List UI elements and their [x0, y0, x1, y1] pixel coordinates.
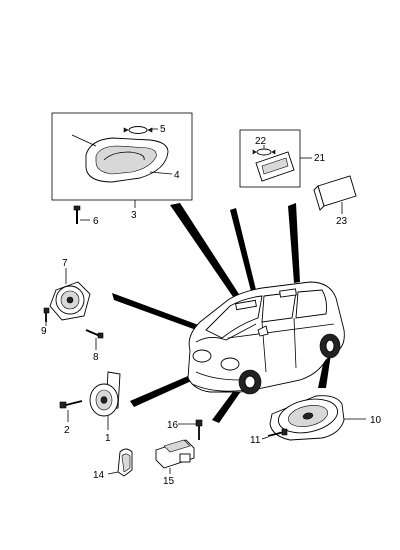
- side-window-rear: [295, 289, 327, 319]
- screw-11: [267, 428, 288, 437]
- side-window-front: [261, 291, 297, 323]
- ray-horn: [130, 373, 198, 407]
- ray-dome-lamp: [170, 203, 248, 310]
- screw-2: [59, 400, 83, 422]
- vehicle-body: [187, 281, 345, 395]
- ray-front-speaker: [112, 293, 212, 335]
- front-speaker-7: [49, 268, 91, 321]
- headlight-left: [192, 349, 212, 363]
- ray-map-lamp: [230, 208, 258, 299]
- callout-9: 9: [41, 326, 47, 337]
- label-leaders: [45, 322, 269, 440]
- callout-10: 10: [370, 415, 382, 426]
- map-lamp-group: [239, 129, 312, 188]
- map-lamp-box: [239, 129, 301, 188]
- dome-lamp-box: [51, 112, 193, 201]
- ray-cargo-lamp: [288, 203, 300, 283]
- callout-14: 14: [93, 470, 105, 481]
- callout-8: 8: [93, 352, 99, 363]
- callout-6: 6: [93, 216, 99, 227]
- callout-23: 23: [336, 216, 348, 227]
- dome-lamp-lens: [95, 145, 157, 175]
- callout-11: 11: [250, 435, 261, 446]
- screw-8: [85, 329, 104, 350]
- callout-22: 22: [255, 136, 267, 147]
- leader-rays: [112, 203, 333, 423]
- callout-21: 21: [314, 153, 326, 164]
- callout-labels: 5 4 3 6 22 21 23 7 9 8 2 1 16 10 11 14 1…: [41, 124, 382, 487]
- callout-3: 3: [131, 210, 137, 221]
- screw-9: [43, 307, 50, 322]
- callout-1: 1: [105, 433, 111, 444]
- callout-4: 4: [174, 170, 180, 181]
- horn-1: [89, 371, 121, 430]
- screw-16: [195, 419, 203, 440]
- callout-7: 7: [62, 258, 68, 269]
- dome-lamp-group: [51, 112, 193, 224]
- callout-5: 5: [160, 124, 166, 135]
- rear-speaker-10: [269, 395, 366, 441]
- headlight-right: [220, 357, 240, 371]
- callout-15: 15: [163, 476, 175, 487]
- clip-14: [107, 448, 133, 477]
- map-bulb: [252, 148, 276, 156]
- dome-bulb: [123, 126, 153, 134]
- sensor-unit-15: [155, 439, 195, 474]
- callout-2: 2: [64, 425, 70, 436]
- callout-16: 16: [167, 420, 179, 431]
- screw-6: [73, 205, 90, 224]
- cargo-lamp-23: [313, 175, 357, 214]
